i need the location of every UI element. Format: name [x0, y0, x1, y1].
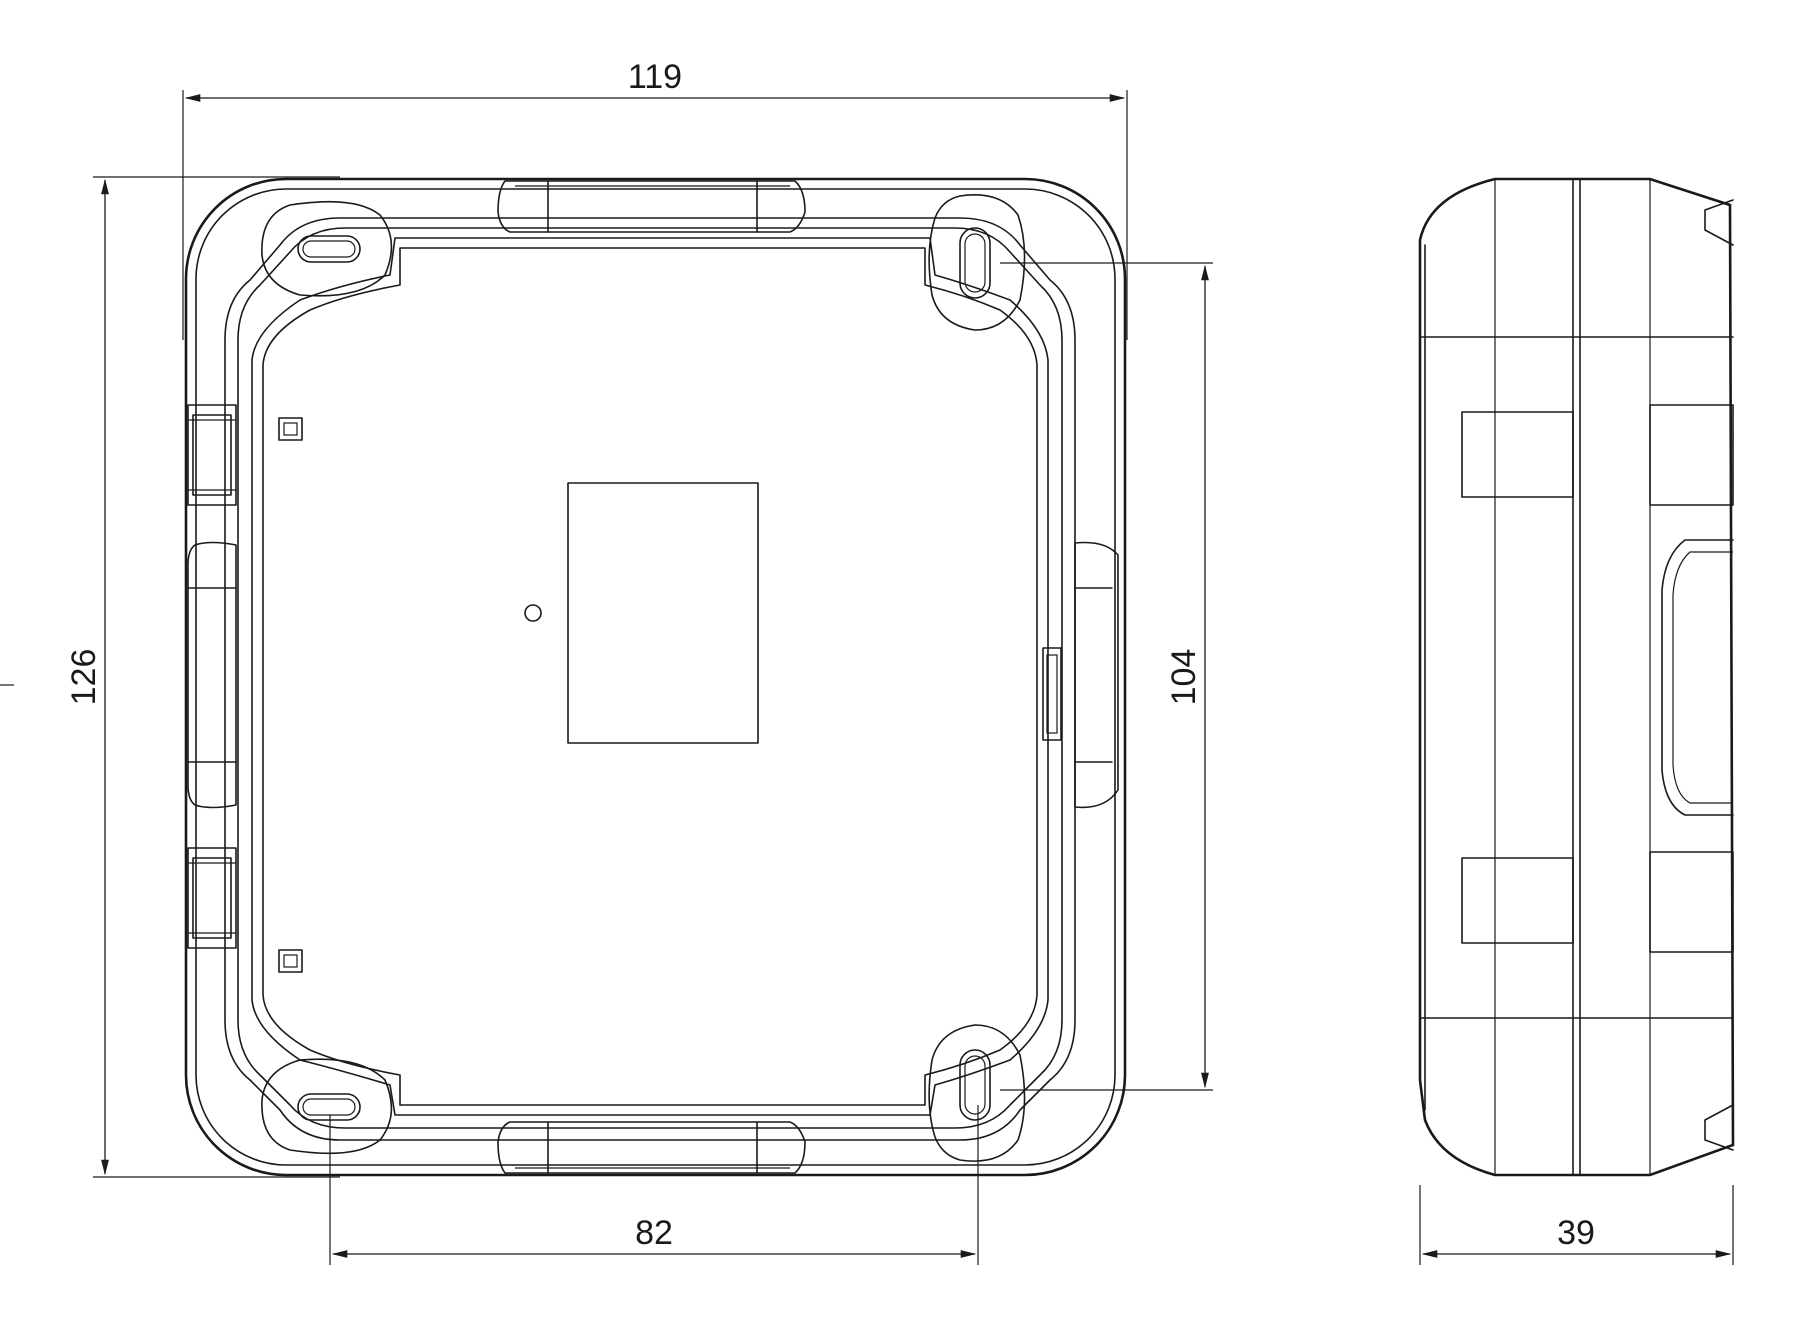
mounting-lug-top-right — [928, 194, 1026, 331]
mounting-lug-bottom-right — [928, 1024, 1026, 1162]
dimension-height — [93, 176, 340, 1178]
side-tab-lower-right — [1649, 851, 1734, 953]
right-clip — [1042, 541, 1119, 809]
dimension-height-label: 126 — [65, 649, 103, 706]
center-hole — [524, 604, 542, 622]
side-tab-upper-left — [1461, 411, 1574, 498]
housing-outer-outline — [184, 177, 1127, 1177]
dimension-hole-vertical-label: 104 — [1165, 649, 1203, 706]
left-clip-middle — [187, 541, 237, 809]
inner-rim-2 — [237, 227, 1063, 1129]
dimension-hole-vertical — [1000, 262, 1213, 1091]
dimension-width — [182, 90, 1128, 340]
inner-panel-2 — [262, 247, 1038, 1106]
left-clip-upper — [187, 404, 237, 506]
mounting-lug-top-left — [261, 200, 393, 297]
dimension-width-label: 119 — [628, 58, 682, 96]
left-clip-lower — [187, 847, 237, 949]
housing-outline-2 — [195, 188, 1116, 1166]
square-marker-lower — [278, 949, 303, 973]
top-clip — [497, 180, 806, 233]
side-outline — [1418, 177, 1735, 1177]
dimension-hole-horizontal-label: 82 — [635, 1214, 673, 1252]
front-view — [184, 177, 1127, 1177]
label-plate — [567, 482, 759, 744]
mounting-lug-bottom-left — [261, 1058, 393, 1155]
side-tab-upper-right — [1649, 404, 1734, 506]
side-lip-bottom — [1704, 1104, 1734, 1151]
dimension-depth-label: 39 — [1557, 1214, 1595, 1252]
side-clip-right — [1661, 539, 1734, 816]
bottom-clip — [497, 1121, 806, 1174]
dimension-depth — [1419, 1185, 1734, 1265]
dimension-hole-horizontal — [329, 1105, 979, 1265]
side-view — [1418, 177, 1735, 1177]
side-tab-lower-left — [1461, 857, 1574, 944]
inner-rim — [224, 217, 1076, 1141]
side-lip-top — [1704, 199, 1734, 246]
inner-panel — [251, 237, 1049, 1116]
square-marker-upper — [278, 417, 303, 441]
